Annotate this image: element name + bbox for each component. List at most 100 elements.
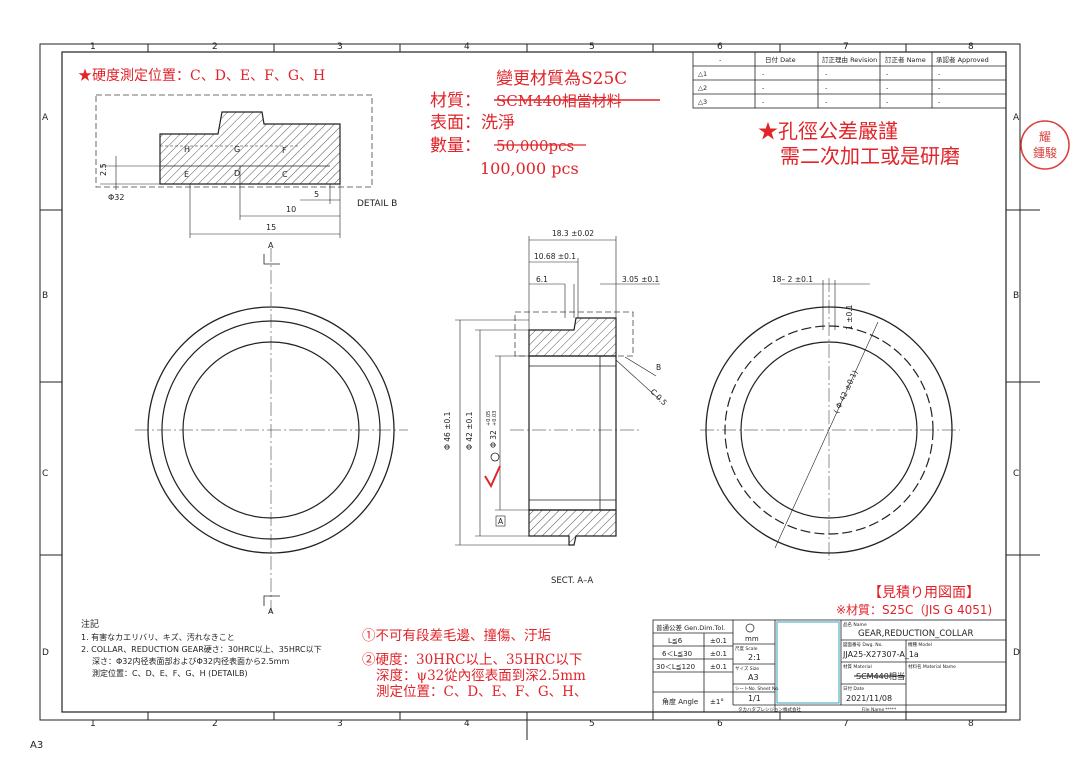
- section-a-a-view: 18.3 ±0.02 10.68 ±0.1 6.1 3.05 ±0.1 B C …: [443, 229, 669, 586]
- scale-value: 2:1: [748, 653, 761, 662]
- title-block: [652, 619, 1007, 713]
- detail-dim-2-5: 2.5: [99, 163, 108, 176]
- front-view-left: [135, 248, 408, 612]
- model-label: 機種 Model: [908, 641, 932, 648]
- quantity-line: 數量： 50,000pcs: [430, 136, 586, 156]
- company-name: タカハタプレシジョン株式会社: [738, 706, 801, 713]
- rev-row-3-mark: △3: [698, 98, 707, 106]
- zone-col-2: 2: [212, 42, 218, 52]
- quote-material: ※材質：S25C（JIS G 4051): [836, 602, 992, 617]
- section-cut-label-top: A: [268, 241, 274, 250]
- quantity-struck: 50,000pcs: [496, 137, 574, 155]
- size-label: サイズ Size: [735, 665, 759, 672]
- stamp-line1: 耀: [1039, 130, 1051, 144]
- rev-row-1-mark: △1: [698, 70, 707, 78]
- hardness-positions-note: ★硬度測定位置：C、D、E、F、G、H: [78, 68, 325, 84]
- dim-width: 18.3 ±0.02: [552, 229, 594, 238]
- zone-col-3-bottom: 3: [337, 719, 343, 729]
- zone-col-3: 3: [337, 42, 343, 52]
- date-value: 2021/11/08: [846, 694, 892, 703]
- red-notes-block: ①不可有段差毛邊、撞傷、汙垢 ②硬度：30HRC以上、35HRC以下 深度：ψ3…: [362, 628, 587, 700]
- note-item-2: 2. COLLAR、REDUCTION GEAR硬さ：30HRC以上、35HRC…: [81, 645, 322, 654]
- zone-labels-bottom: 1 2 3 4 5 6 7 8: [90, 719, 974, 729]
- material-label-tb: 材質 Material: [843, 663, 872, 670]
- scale-label: 尺度 Scale: [735, 645, 758, 652]
- date-label: 日付 Date: [843, 685, 864, 692]
- zone-row-b-right: B: [1013, 291, 1019, 301]
- red-note-2-3: 測定位置：C、D、E、F、G、H、: [376, 684, 587, 700]
- file-label: File Name: [862, 707, 884, 713]
- material-line: 材質： SCM440相當材料: [430, 91, 660, 111]
- name-value: GEAR,REDUCTION_COLLAR: [858, 629, 973, 639]
- rev-row-1-app: -: [938, 70, 941, 78]
- rev-row-3-date: -: [762, 98, 765, 106]
- detail-b-frame: [95, 94, 373, 188]
- detail-point-g: G: [234, 145, 240, 154]
- zone-col-7: 7: [843, 42, 849, 52]
- sheet-label: シートNo. Sheet No.: [735, 686, 779, 692]
- dim-phi32: Φ 32: [489, 430, 498, 448]
- tol-value-1: ±0.1: [710, 637, 727, 645]
- surface-note: 表面：洗淨: [430, 113, 515, 133]
- detail-point-c: C: [282, 170, 288, 179]
- zone-row-d-left: D: [42, 648, 49, 658]
- dim-phi32-tol-top: +0.05: [486, 411, 492, 426]
- quantity-new: 100,000 pcs: [480, 159, 579, 178]
- detail-dim-phi32: Φ32: [108, 193, 124, 202]
- zone-col-4: 4: [464, 42, 470, 52]
- material-name-label: 材料名 Material Name: [908, 663, 956, 670]
- zone-labels-top: 1 2 3 4 5 6 7 8: [90, 42, 974, 52]
- cylindricity-symbol: [490, 452, 500, 462]
- revision-table-text: - 日付 Date 訂正理由 Revision 訂正者 Name 承認者 App…: [698, 55, 989, 106]
- zone-row-d-right: D: [1013, 648, 1020, 658]
- dim-chamfer: C 0.5: [649, 387, 669, 407]
- name-label: 品名 Name: [843, 621, 867, 628]
- rev-row-1-name: -: [886, 70, 889, 78]
- material-label: 材質：: [430, 91, 481, 111]
- zone-col-1-bottom: 1: [90, 719, 96, 729]
- rev-row-1-date: -: [762, 70, 765, 78]
- dim-teeth: 18– 2 ±0.1: [772, 275, 813, 284]
- quantity-label: 數量：: [430, 136, 481, 156]
- section-bottom-hatch: [528, 509, 617, 546]
- rev-row-3-rev: -: [825, 98, 828, 106]
- dim-tooth-depth: 1 ±0.1: [845, 304, 854, 330]
- projection-symbol: [745, 623, 755, 633]
- rev-row-2-rev: -: [825, 84, 828, 92]
- detail-b-title: DETAIL B: [357, 199, 397, 209]
- rev-header-revision: 訂正理由 Revision: [822, 55, 877, 64]
- material-change-note: 變更材質為S25C: [496, 69, 627, 89]
- sheet-value: 1/1: [748, 694, 761, 703]
- section-title: SECT. A–A: [551, 576, 593, 586]
- title-block-text: 普通公差 Gen.Dim.Tol. L≦6 ±0.1 6＜L≦30 ±0.1 3…: [656, 621, 973, 713]
- rev-row-3-app: -: [938, 98, 941, 106]
- tolerance-note-1: ★孔徑公差嚴謹: [758, 119, 898, 143]
- dim-10-68: 10.68 ±0.1: [534, 252, 576, 261]
- section-cut-markers: A A: [263, 241, 280, 616]
- tol-range-2: 6＜L≦30: [662, 650, 692, 658]
- dim-front-diameter: ( Φ 42 ±0.1): [832, 369, 860, 415]
- rev-row-2-date: -: [762, 84, 765, 92]
- zone-ticks: [40, 44, 1040, 740]
- detail-point-e: E: [184, 170, 189, 179]
- revision-table: [692, 51, 1007, 109]
- dim-phi32-tol-bot: +0.03: [492, 411, 498, 426]
- zone-row-labels: A B C D A B C D: [42, 113, 1020, 658]
- section-cut-label-bottom: A: [268, 607, 274, 616]
- zone-row-a-right: A: [1013, 113, 1020, 123]
- rev-header-date: 日付 Date: [765, 55, 796, 64]
- rev-row-1-rev: -: [825, 70, 828, 78]
- zone-col-8-bottom: 8: [968, 719, 974, 729]
- dim-phi46: Φ 46 ±0.1: [443, 411, 452, 450]
- zone-row-c-right: C: [1013, 469, 1019, 479]
- detail-point-h: H: [184, 145, 190, 154]
- detail-b-view: H G F E D C 2.5 Φ32 5 10 15 DETAIL B: [95, 94, 397, 238]
- rev-row-2-mark: △2: [698, 84, 707, 92]
- detail-point-d: D: [234, 169, 240, 178]
- detail-ref-b: B: [656, 363, 661, 372]
- tol-value-2: ±0.1: [710, 650, 727, 658]
- drawing-no-label: 図面番号 Dwg. No.: [843, 641, 883, 648]
- dim-phi42: Φ 42 ±0.1: [465, 411, 474, 450]
- size-value: A3: [748, 673, 759, 682]
